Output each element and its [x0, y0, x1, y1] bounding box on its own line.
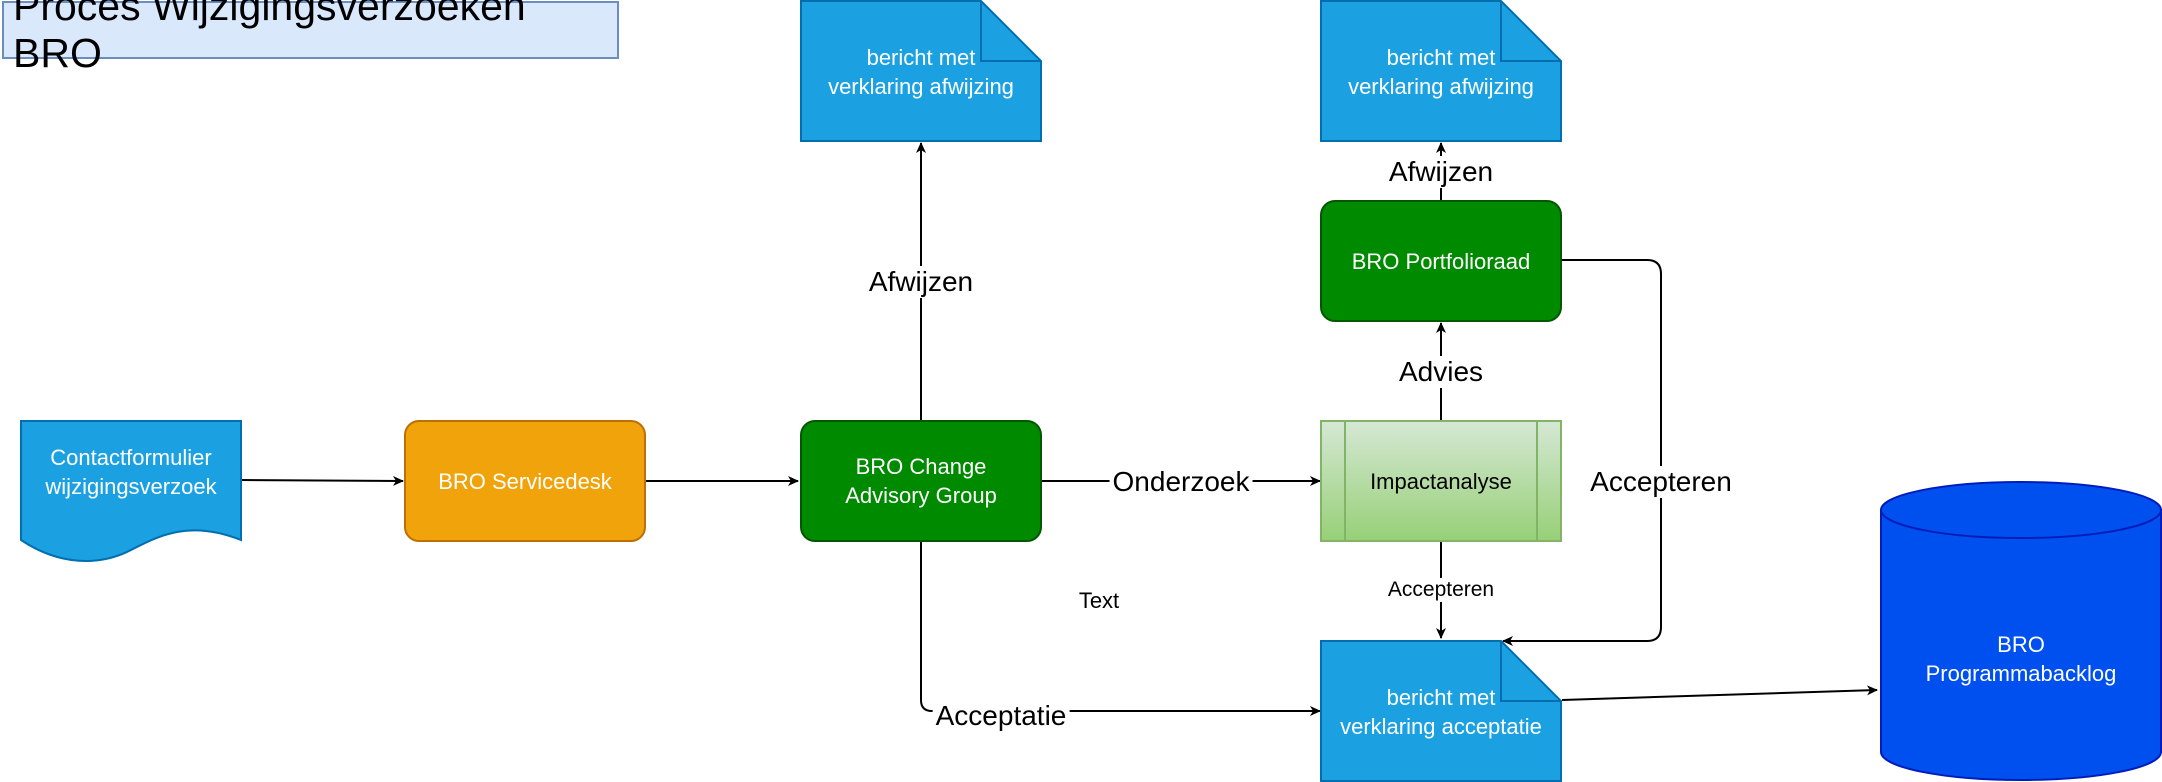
edge-label-accepteren-portfolio: Accepteren — [1587, 466, 1735, 498]
edge-label-afwijzen-portfolio: Afwijzen — [1385, 156, 1497, 188]
edge-contact-servicedesk — [240, 475, 404, 486]
edge-label-advies: Advies — [1395, 356, 1487, 388]
servicedesk-node: BRO Servicedesk — [438, 468, 612, 494]
servicedesk-shape — [404, 420, 646, 542]
cag-shape — [800, 420, 1042, 542]
afwijzing-doc-1-node: bericht met verklaring afwijzing — [828, 45, 1014, 99]
cag-node: BRO Change Advisory Group — [845, 454, 997, 508]
backlog-node: BRO Programmabacklog — [1925, 632, 2117, 686]
edge-acceptatie-backlog — [1561, 685, 1878, 701]
portfolioraad-shape — [1320, 200, 1562, 322]
portfolioraad-node: BRO Portfolioraad — [1351, 248, 1531, 274]
impactanalyse-shape — [1320, 420, 1562, 542]
edge-portfolio-acceptatie — [1502, 259, 1662, 646]
contactformulier-shape — [20, 420, 242, 562]
edge-label-accepteren-impact: Accepteren — [1384, 578, 1498, 602]
contactformulier-node: Contactformulier wijzigingsverzoek — [45, 445, 217, 499]
afwijzing-doc-2-node: bericht met verklaring afwijzing — [1348, 45, 1534, 99]
backlog-shape — [1880, 509, 2162, 781]
edge-label-afwijzen-cag: Afwijzen — [865, 266, 977, 298]
impactanalyse-node: Impactanalyse — [1370, 468, 1512, 494]
acceptatie-doc-node: bericht met verklaring acceptatie — [1340, 685, 1542, 739]
edge-cag-acceptatie — [920, 541, 1321, 716]
edge-label-onderzoek: Onderzoek — [1109, 466, 1253, 498]
edge-label-acceptatie: Acceptatie — [932, 700, 1070, 732]
free-text-label: Text — [1078, 588, 1120, 613]
diagram-title: Proces Wijzigingsverzoeken BRO — [2, 0, 619, 76]
